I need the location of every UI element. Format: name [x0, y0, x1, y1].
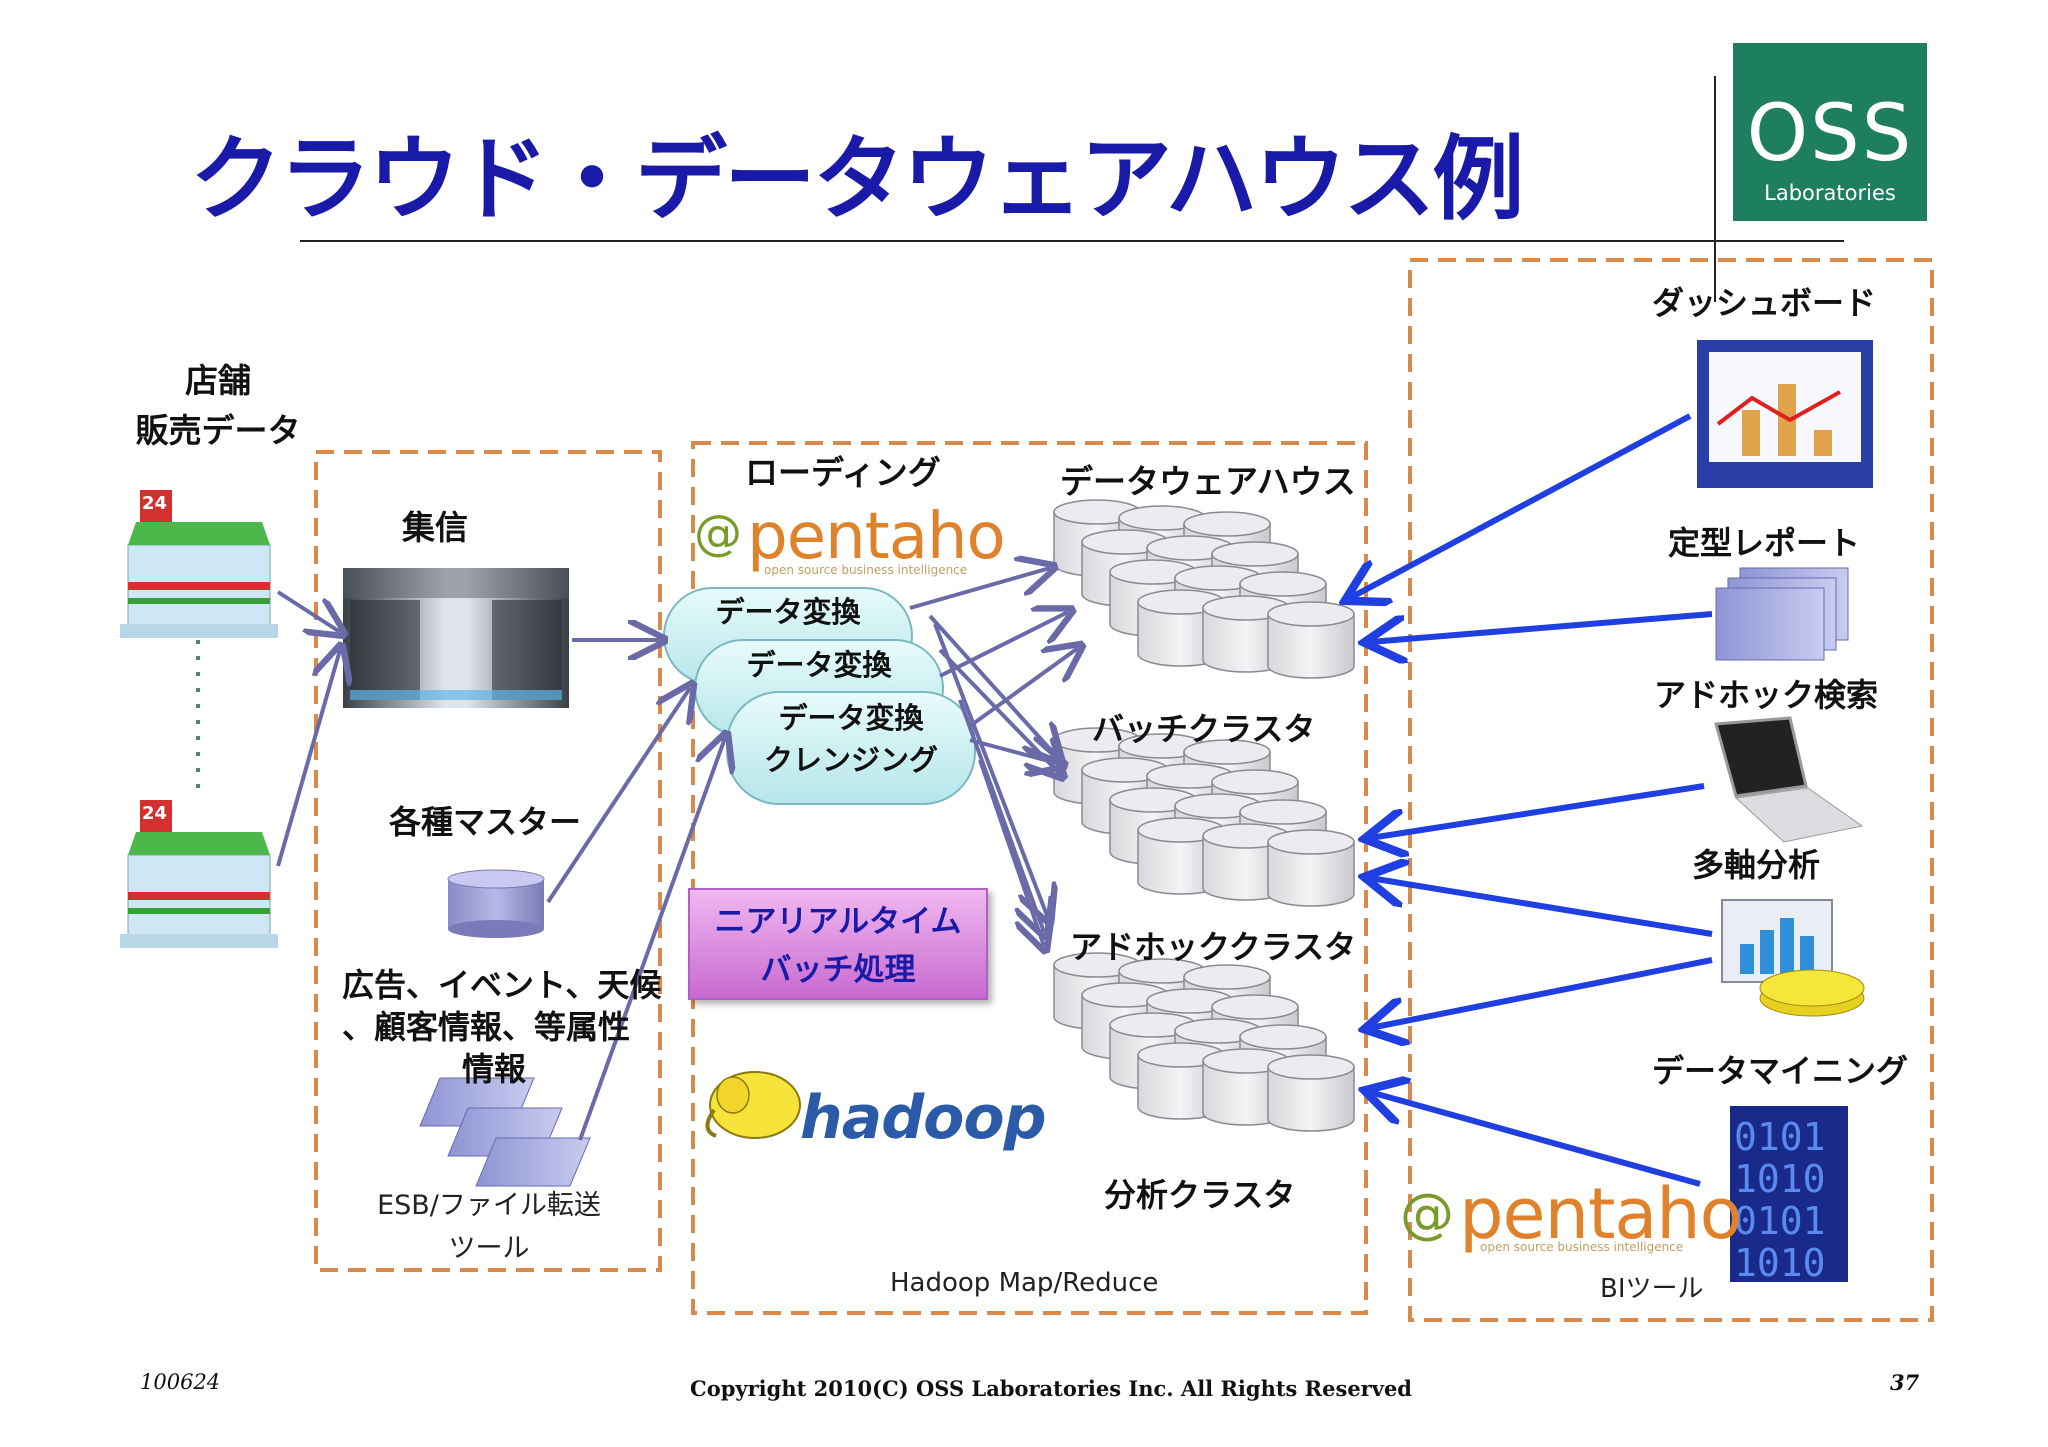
olap-label: 多軸分析: [1692, 846, 1821, 884]
bi-group-box: [1408, 258, 1934, 1322]
dashboard-icon: [1697, 340, 1873, 488]
cluster-node-top: [1267, 829, 1355, 855]
mining-label: データマイニング: [1652, 1052, 1909, 1090]
master-db-icon: [447, 869, 545, 938]
pentaho-logo-loading: @ pentaho open source business intellige…: [694, 505, 1006, 577]
dwh-label: データウェアハウス: [1060, 462, 1356, 501]
bi-arrows: [1350, 413, 1713, 1187]
slide-title: クラウド・データウェアハウス例: [190, 126, 1524, 233]
attrs-line1: 広告、イベント、天候: [342, 966, 662, 1004]
collect-group-box: [314, 450, 662, 1272]
realtime-line1: ニアリアルタイム: [714, 904, 962, 940]
server-room-image: [343, 568, 569, 708]
cluster-node-body: [1267, 613, 1355, 679]
store-icon-top: [120, 490, 278, 638]
cluster-node-top: [1239, 799, 1327, 825]
svg-text:1010: 1010: [1734, 1157, 1826, 1201]
pentaho-logo-bi: @ pentaho open source business intellige…: [1400, 1179, 1743, 1254]
svg-text:0101: 0101: [1734, 1199, 1826, 1243]
attrs-line3: 情報: [462, 1050, 527, 1088]
near-realtime-box: ニアリアルタイム バッチ処理: [688, 888, 988, 1000]
pentaho-tag-bi: open source business intelligence: [1480, 1240, 1684, 1254]
olap-chart-icon: [1721, 899, 1865, 1017]
cluster-node-top: [1267, 601, 1355, 627]
stores-label-line1: 店舗: [185, 361, 251, 400]
cluster-node-top: [1211, 769, 1299, 795]
report-label: 定型レポート: [1668, 524, 1861, 562]
cluster-node-top: [1239, 571, 1327, 597]
cluster-node-top: [1183, 511, 1271, 537]
logo-main-text: OSS: [1746, 89, 1914, 179]
pentaho-tag: open source business intelligence: [764, 563, 968, 577]
pentaho-word: pentaho: [747, 500, 1006, 574]
dashboard-label: ダッシュボード: [1652, 284, 1877, 322]
cluster-node-top: [1239, 1024, 1327, 1050]
svg-text:0101: 0101: [1734, 1115, 1826, 1159]
pentaho-swirl-icon-bi: @: [1400, 1182, 1454, 1245]
esb-line1: ESB/ファイル転送: [377, 1190, 601, 1221]
attrs-line2: 、顧客情報、等属性: [342, 1008, 631, 1046]
logo-sub-text: Laboratories: [1764, 181, 1896, 205]
adhoc-search-label: アドホック検索: [1654, 676, 1879, 714]
batch-cluster-icon: [1053, 499, 1355, 679]
stores-label-line2: 販売データ: [135, 411, 301, 450]
collect-label: 集信: [402, 508, 468, 547]
esb-line2: ツール: [448, 1233, 530, 1264]
adhoc-cluster-label: アドホッククラスタ: [1070, 928, 1357, 966]
report-docs-icon: [1715, 567, 1849, 661]
cluster-node-top: [1183, 964, 1271, 990]
pentaho-word-bi: pentaho: [1459, 1173, 1742, 1255]
svg-text:1010: 1010: [1734, 1241, 1826, 1285]
store-badge-bottom: 24: [142, 803, 168, 824]
cluster-node-body: [1267, 841, 1355, 907]
cluster-node-top: [1211, 541, 1299, 567]
store-badge-top: 24: [142, 493, 168, 514]
flow-arrows: [276, 568, 1078, 1141]
analysis-cluster-icon: [1053, 952, 1355, 1132]
analysis-cluster-label: 分析クラスタ: [1104, 1176, 1296, 1214]
mining-binary-icon: 0101 1010 0101 1010: [1730, 1106, 1848, 1285]
bi-tools-label: BIツール: [1600, 1274, 1704, 1304]
masters-label: 各種マスター: [389, 803, 582, 841]
hadoop-word: hadoop: [800, 1083, 1047, 1153]
cluster-node-top: [1211, 994, 1299, 1020]
footer-date: 100624: [140, 1370, 221, 1394]
laptop-icon: [1714, 716, 1864, 843]
cluster-node-top: [1183, 739, 1271, 765]
hadoop-elephant-icon: [705, 1071, 801, 1139]
pentaho-swirl-icon: @: [694, 505, 742, 561]
transform1-label: データ変換: [715, 595, 861, 629]
footer-page-number: 37: [1890, 1370, 1920, 1395]
batch-cluster-label: バッチクラスタ: [1092, 710, 1316, 748]
adhoc-cluster-icon: [1053, 727, 1355, 907]
transform3-line1: データ変換: [778, 701, 924, 735]
transform2-label: データ変換: [746, 648, 892, 682]
transform3-line2: クレンジング: [763, 743, 938, 777]
store-icon-bottom: [120, 800, 278, 948]
dwh-clusters: [1053, 499, 1355, 1132]
cluster-node-top: [1267, 1054, 1355, 1080]
cluster-node-body: [1267, 1066, 1355, 1132]
loading-label: ローディング: [745, 453, 941, 492]
oss-logo: OSS Laboratories: [1733, 43, 1927, 221]
realtime-line2: バッチ処理: [760, 952, 916, 988]
hadoop-mapreduce-label: Hadoop Map/Reduce: [890, 1268, 1159, 1298]
esb-docs-icon: [419, 1077, 591, 1187]
footer-copyright: Copyright 2010(C) OSS Laboratories Inc. …: [690, 1376, 1412, 1401]
